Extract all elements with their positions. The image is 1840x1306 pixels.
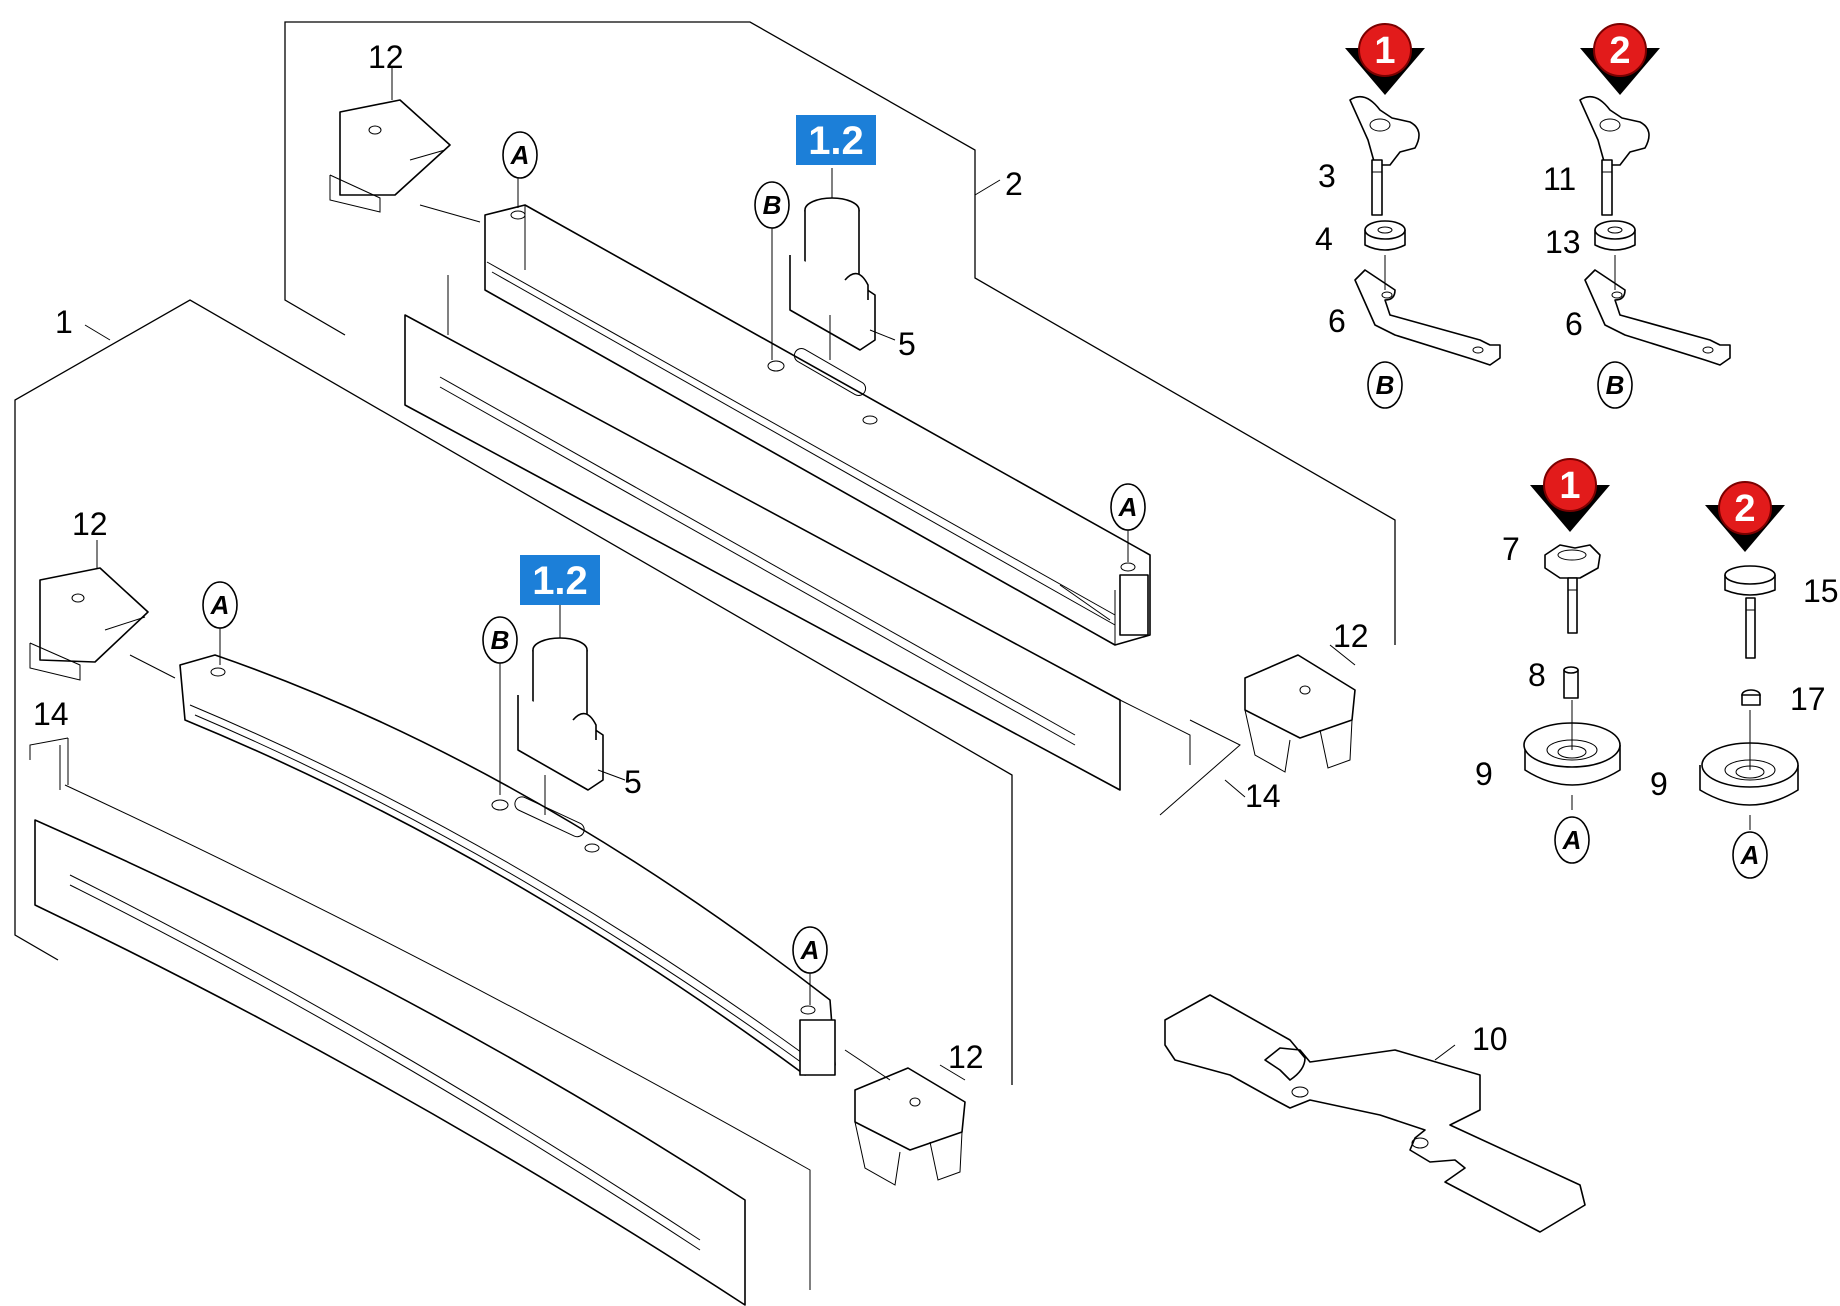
reference-letters: A B A A B A B B — [202, 131, 1768, 974]
callout-13: 13 — [1545, 224, 1581, 260]
holder-bottom — [517, 637, 604, 815]
svg-text:2: 2 — [1734, 488, 1755, 530]
variant-marker-2-top: 2 — [1580, 23, 1660, 95]
assembly-2-frame — [284, 21, 1396, 645]
bottom-rail — [179, 654, 836, 1076]
pin-8 — [1563, 666, 1579, 699]
svg-text:A: A — [510, 140, 530, 170]
svg-text:A: A — [800, 935, 820, 965]
callout-1: 1 — [55, 304, 73, 340]
ref-b-bracket-left: B — [1367, 361, 1403, 409]
callout-10: 10 — [1472, 1021, 1508, 1057]
assembly-1-frame — [14, 299, 1013, 1085]
callout-12-bottom-right: 12 — [948, 1039, 984, 1075]
ref-a-wheel-left: A — [1554, 816, 1590, 864]
svg-text:1.2: 1.2 — [808, 119, 864, 163]
callout-9-right: 9 — [1650, 766, 1668, 802]
holder-top — [789, 197, 876, 360]
callout-5-top: 5 — [898, 326, 916, 362]
section-badge-bottom: 1.2 — [520, 555, 600, 605]
callout-7: 7 — [1502, 531, 1520, 567]
ref-b-bracket-right: B — [1597, 361, 1633, 409]
svg-text:A: A — [1740, 840, 1760, 870]
callout-17: 17 — [1790, 681, 1826, 717]
wheel-9-right — [1699, 710, 1799, 830]
callout-12-top-right: 12 — [1333, 618, 1369, 654]
ref-a-bottom-right: A — [792, 926, 828, 974]
svg-text:1: 1 — [1559, 465, 1580, 507]
bottom-slide-plate — [29, 737, 811, 1306]
ref-a-top-right: A — [1110, 483, 1146, 531]
callout-8: 8 — [1528, 657, 1546, 693]
svg-text:A: A — [1118, 492, 1138, 522]
section-badge-top: 1.2 — [796, 115, 876, 165]
svg-text:1: 1 — [1374, 30, 1395, 72]
end-cap-bottom-right — [854, 1067, 966, 1186]
spacer-13 — [1594, 220, 1636, 251]
ref-a-top-left: A — [502, 131, 538, 179]
callout-3: 3 — [1318, 158, 1336, 194]
end-cap-top-right — [1244, 654, 1356, 773]
variant-marker-1-top: 1 — [1345, 23, 1425, 95]
top-rail — [484, 204, 1151, 646]
collar-17 — [1741, 689, 1761, 706]
ref-a-bottom-left: A — [202, 581, 238, 629]
end-cap-top-left — [329, 99, 451, 213]
callout-2: 2 — [1005, 166, 1023, 202]
ref-b-bottom: B — [482, 616, 518, 664]
knurled-knob-15 — [1724, 565, 1776, 659]
callout-12-top-left: 12 — [368, 39, 404, 75]
template-plate-10 — [1164, 994, 1586, 1233]
callout-15: 15 — [1803, 573, 1839, 609]
callout-12-bottom-left: 12 — [72, 506, 108, 542]
svg-text:B: B — [763, 190, 782, 220]
svg-text:B: B — [1606, 370, 1625, 400]
bracket-6-right — [1584, 255, 1731, 366]
star-knob-7 — [1544, 544, 1601, 634]
callout-numbers: 1 2 3 4 5 5 6 6 7 8 9 9 10 11 12 12 12 1… — [33, 39, 1839, 1075]
callout-11: 11 — [1543, 161, 1576, 197]
svg-text:A: A — [1562, 825, 1582, 855]
callout-14-left: 14 — [33, 696, 69, 732]
callout-6-right: 6 — [1565, 306, 1583, 342]
bracket-6-left — [1354, 255, 1501, 366]
wheel-9-left — [1523, 700, 1621, 810]
wing-bolt-11 — [1579, 95, 1650, 216]
spacer-4 — [1364, 220, 1406, 251]
callout-4: 4 — [1315, 221, 1333, 257]
wing-bolt-1 — [1349, 95, 1420, 216]
variant-marker-1-lower: 1 — [1530, 458, 1610, 532]
callout-9-left: 9 — [1475, 756, 1493, 792]
top-slide-plate — [404, 275, 1241, 816]
ref-b-top: B — [754, 181, 790, 229]
svg-text:B: B — [1376, 370, 1395, 400]
callout-5-bottom: 5 — [624, 764, 642, 800]
callout-6-left: 6 — [1328, 303, 1346, 339]
callout-14-right: 14 — [1245, 778, 1281, 814]
svg-text:2: 2 — [1609, 30, 1630, 72]
svg-text:1.2: 1.2 — [532, 559, 588, 603]
ref-a-wheel-right: A — [1732, 831, 1768, 879]
variant-marker-2-lower: 2 — [1705, 481, 1785, 552]
svg-text:A: A — [210, 590, 230, 620]
svg-text:B: B — [491, 625, 510, 655]
end-cap-bottom-left — [29, 567, 149, 681]
